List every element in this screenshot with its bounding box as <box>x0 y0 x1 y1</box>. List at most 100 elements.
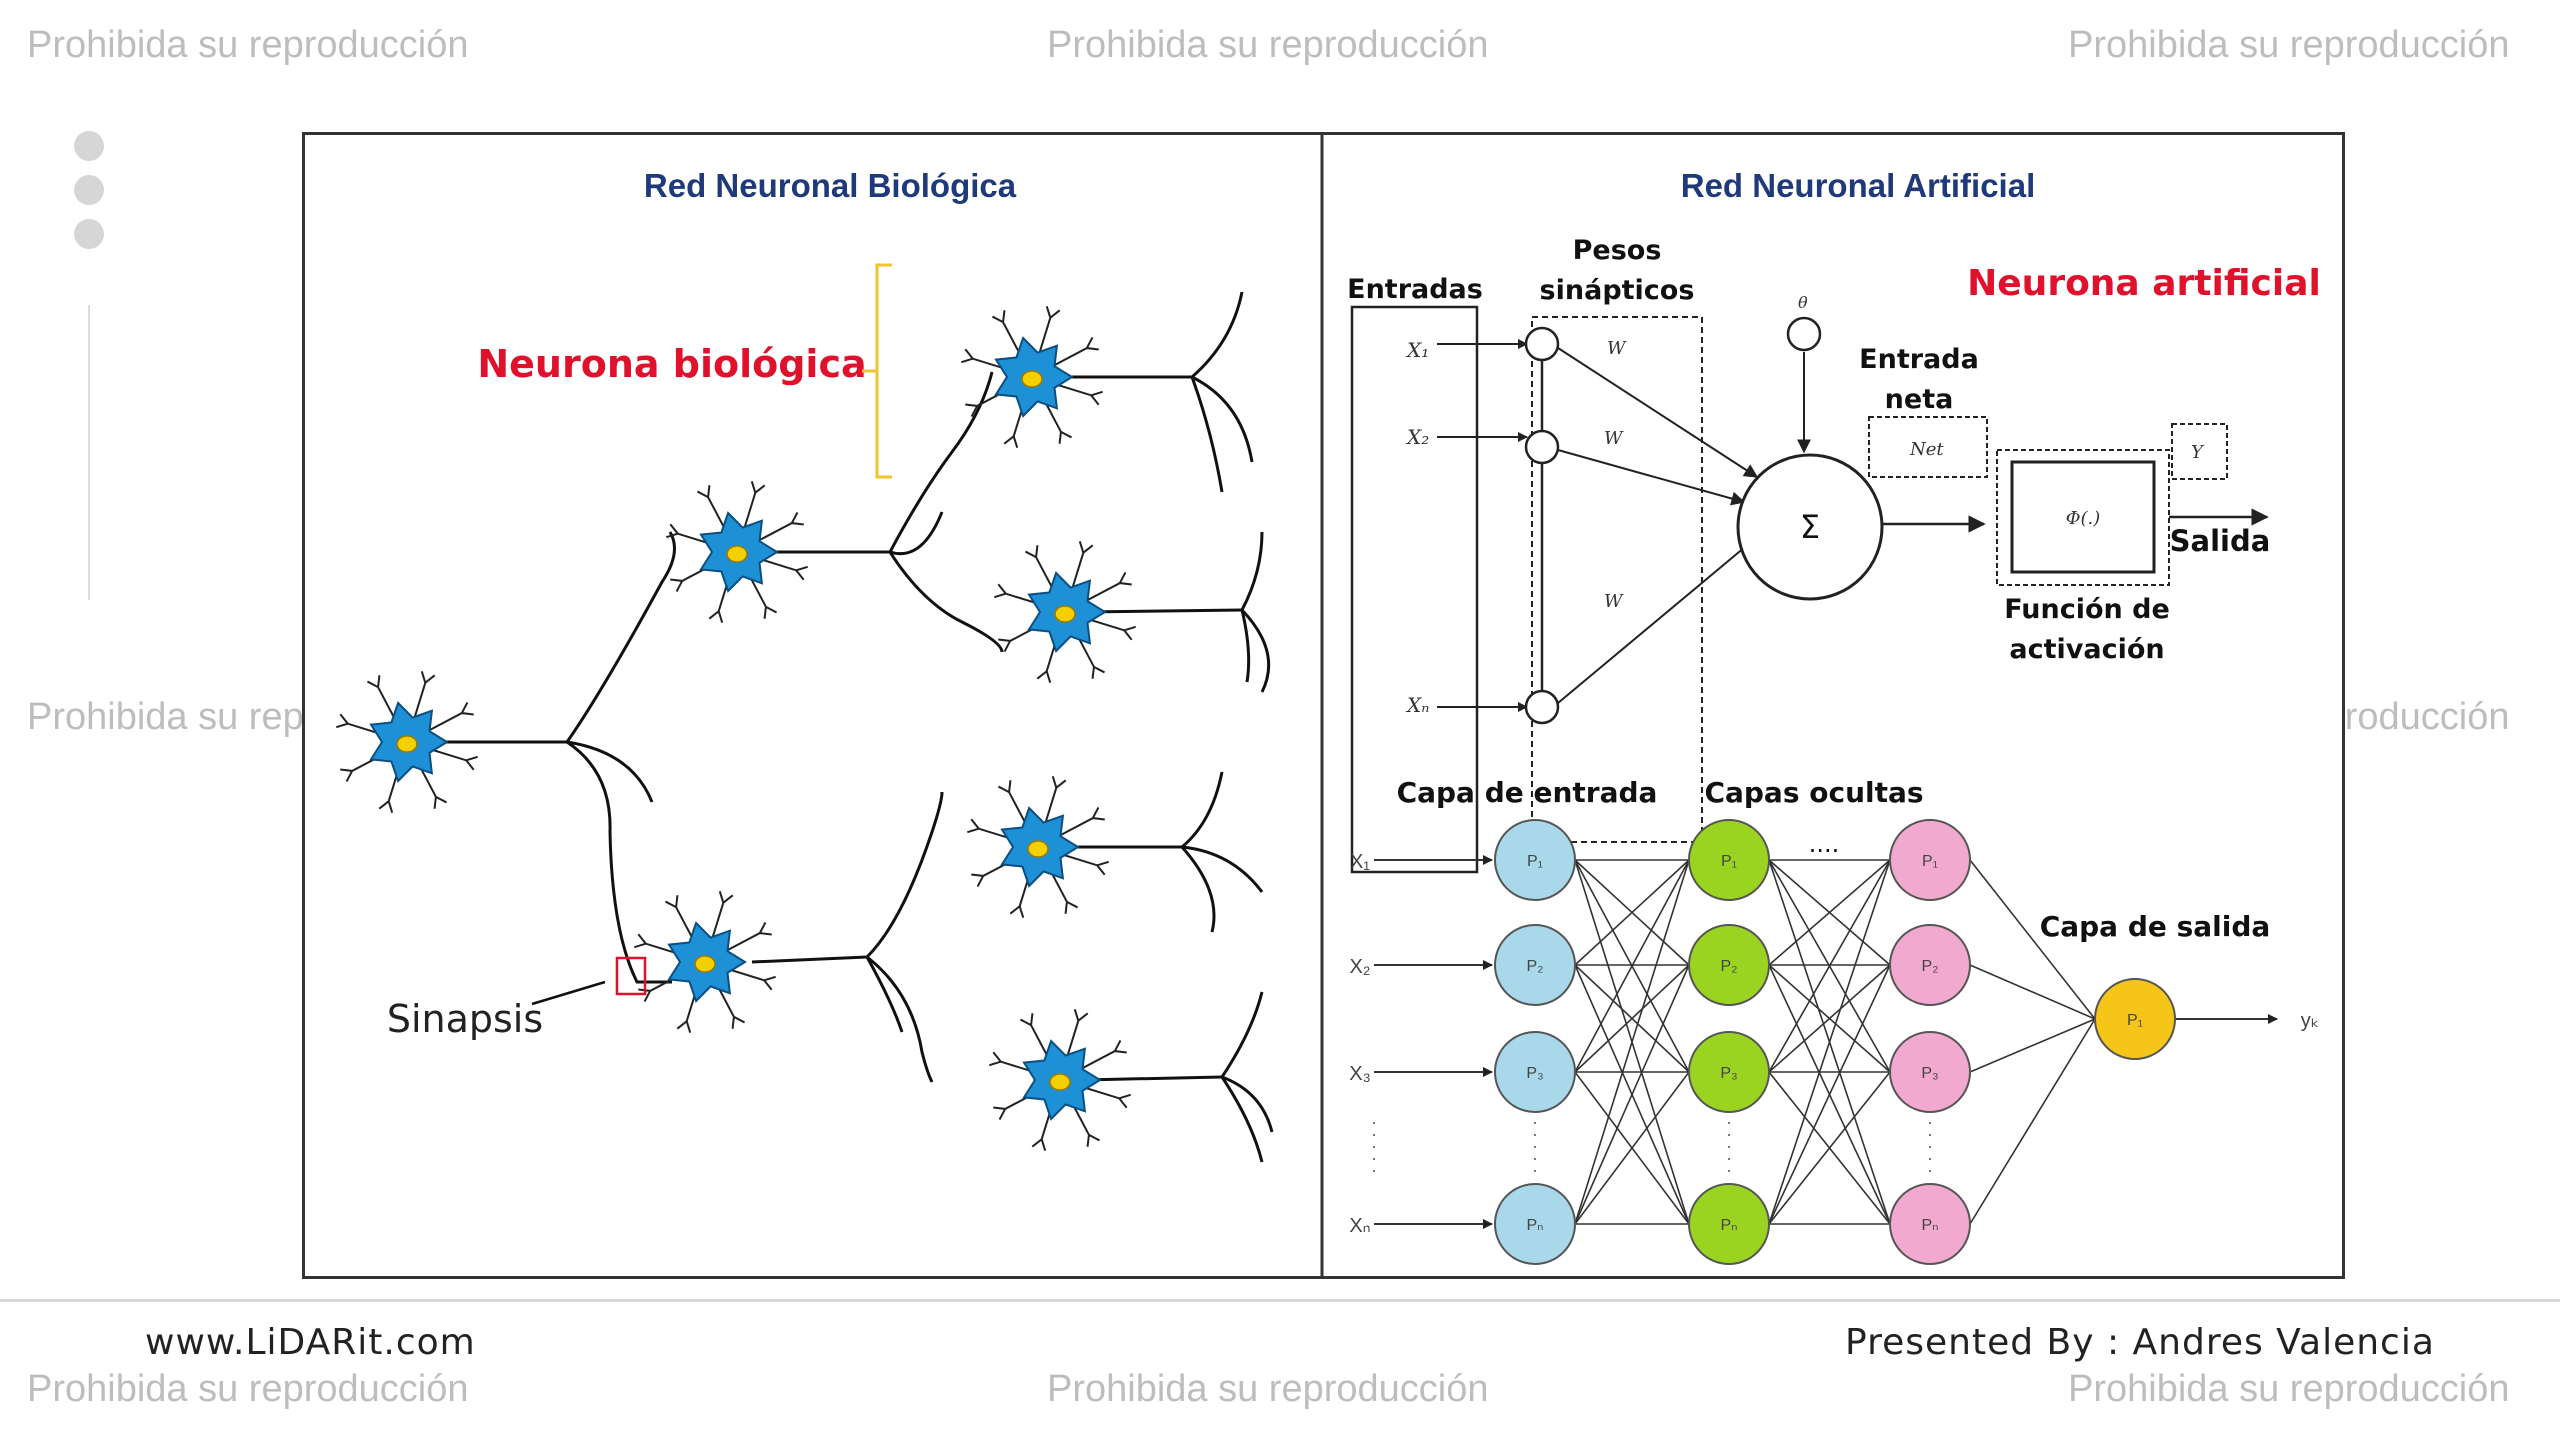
network-edge <box>1969 859 2096 1020</box>
biological-title: Red Neuronal Biológica <box>644 167 1017 204</box>
hidden-node-layer2 <box>1889 924 1971 1006</box>
neuron-nucleus <box>1054 605 1076 623</box>
network-edge <box>1768 964 1891 1225</box>
net-input-label-line2: neta <box>1885 384 1954 415</box>
weight-node <box>1524 429 1560 465</box>
net-input-label-line1: Entrada <box>1859 344 1979 375</box>
node-label: P₃ <box>1526 1065 1543 1082</box>
output-y-box <box>2171 423 2228 480</box>
weight-wn: W <box>1604 591 1624 612</box>
neuron-nucleus <box>726 545 748 563</box>
watermark-text: Prohibida su reproducción <box>2068 1368 2510 1410</box>
input-node <box>1494 1183 1576 1265</box>
input-layer-label: Capa de entrada <box>1397 776 1658 809</box>
network-edge <box>1768 859 1891 1073</box>
neuron-nucleus <box>694 955 716 973</box>
neuron-cell <box>336 671 478 813</box>
footer-presenter: Presented By : Andres Valencia <box>1845 1322 2435 1363</box>
input-x1: X₁ <box>1405 338 1429 362</box>
hidden-node-layer1 <box>1688 1031 1770 1113</box>
network-edge <box>1969 964 2096 1020</box>
synapse-label: Sinapsis <box>387 997 543 1041</box>
network-input-label: Xₙ <box>1349 1215 1370 1237</box>
input-node <box>1494 924 1576 1006</box>
slide-dot <box>74 219 104 249</box>
output-label: Salida <box>2170 524 2271 558</box>
net-box <box>1868 416 1988 478</box>
artificial-title: Red Neuronal Artificial <box>1681 167 2036 204</box>
node-label: P₃ <box>1921 1065 1938 1082</box>
output-node <box>2094 978 2176 1060</box>
weight-w2: W <box>1604 428 1624 449</box>
network-edge <box>1768 1071 1891 1225</box>
slide-dot <box>74 131 104 161</box>
input-x2: X₂ <box>1405 425 1429 449</box>
weights-box <box>1531 316 1703 843</box>
neural-network-figure: Red Neuronal Biológica Neurona biológica <box>302 132 2345 1279</box>
sum-symbol: Σ <box>1800 508 1820 546</box>
hidden-node-layer2 <box>1889 1031 1971 1113</box>
hidden-node-layer2 <box>1889 1183 1971 1265</box>
neuron-cell <box>994 541 1136 683</box>
network-edge <box>1574 859 1690 966</box>
hidden-node-layer2 <box>1889 819 1971 901</box>
hidden-node-layer1 <box>1688 924 1770 1006</box>
activation-box <box>2010 460 2156 574</box>
bias-node <box>1786 316 1822 352</box>
watermark-text: Prohibida su reproducción <box>27 1368 469 1410</box>
summation-node <box>1736 453 1884 601</box>
biological-neurons <box>336 306 1136 1151</box>
node-label: P₂ <box>1721 958 1738 975</box>
node-label: P₂ <box>1922 958 1939 975</box>
hidden-node-layer1 <box>1688 819 1770 901</box>
activation-label-line2: activación <box>2009 634 2164 665</box>
neuron-cell <box>989 1009 1131 1151</box>
network-edge <box>1574 964 1690 1225</box>
synapse-pointer <box>531 980 606 1006</box>
neuron-nucleus <box>1027 840 1049 858</box>
weights-label-line2: sinápticos <box>1540 275 1695 306</box>
neuron-nucleus <box>396 735 418 753</box>
synapse-marker <box>615 956 647 996</box>
footer-divider <box>0 1299 2560 1302</box>
weight-node <box>1524 689 1560 725</box>
neuron-cell <box>634 891 776 1033</box>
node-label: P₁ <box>1922 853 1938 870</box>
axon-lines <box>407 291 1274 1163</box>
input-node <box>1494 1031 1576 1113</box>
network-input-label: X₂ <box>1349 956 1370 978</box>
network-edge <box>1768 964 1891 1073</box>
node-label: P₁ <box>2127 1012 2143 1029</box>
network-edge <box>1574 1071 1690 1225</box>
bias-theta: θ <box>1798 293 1808 312</box>
hidden-layers-label: Capas ocultas <box>1704 776 1923 809</box>
weights-label-line1: Pesos <box>1573 235 1662 266</box>
watermark-text: Prohibida su reproducción <box>1047 24 1489 66</box>
artificial-neuron-label: Neurona artificial <box>1967 263 2321 304</box>
node-label: P₃ <box>1720 1065 1737 1082</box>
input-xn: Xₙ <box>1405 693 1429 717</box>
watermark-text: Prohibida su reproducción <box>1047 1368 1489 1410</box>
network-edge <box>1969 1018 2096 1073</box>
neuron-bracket <box>862 263 892 479</box>
weight-node <box>1524 326 1560 362</box>
network-edge <box>1768 859 1891 1225</box>
activation-label-line1: Función de <box>2004 594 2170 625</box>
footer-website[interactable]: www.LiDARit.com <box>145 1322 476 1363</box>
neuron-nucleus <box>1049 1073 1071 1091</box>
inputs-label: Entradas <box>1347 274 1483 305</box>
node-label: Pₙ <box>1720 1217 1737 1234</box>
neuron-nucleus <box>1021 370 1043 388</box>
hidden-ellipsis: .... <box>1809 830 1840 858</box>
node-label: Pₙ <box>1526 1217 1543 1234</box>
hidden-node-layer1 <box>1688 1183 1770 1265</box>
network-edge <box>1969 1018 2096 1225</box>
biological-neuron-label: Neurona biológica <box>477 342 866 386</box>
watermark-text: Prohibida su reproducción <box>2068 24 2510 66</box>
output-layer-label: Capa de salida <box>2040 910 2271 943</box>
decorative-line <box>88 305 90 600</box>
network-output-label: yₖ <box>2301 1010 2320 1032</box>
neuron-cell <box>961 306 1103 448</box>
